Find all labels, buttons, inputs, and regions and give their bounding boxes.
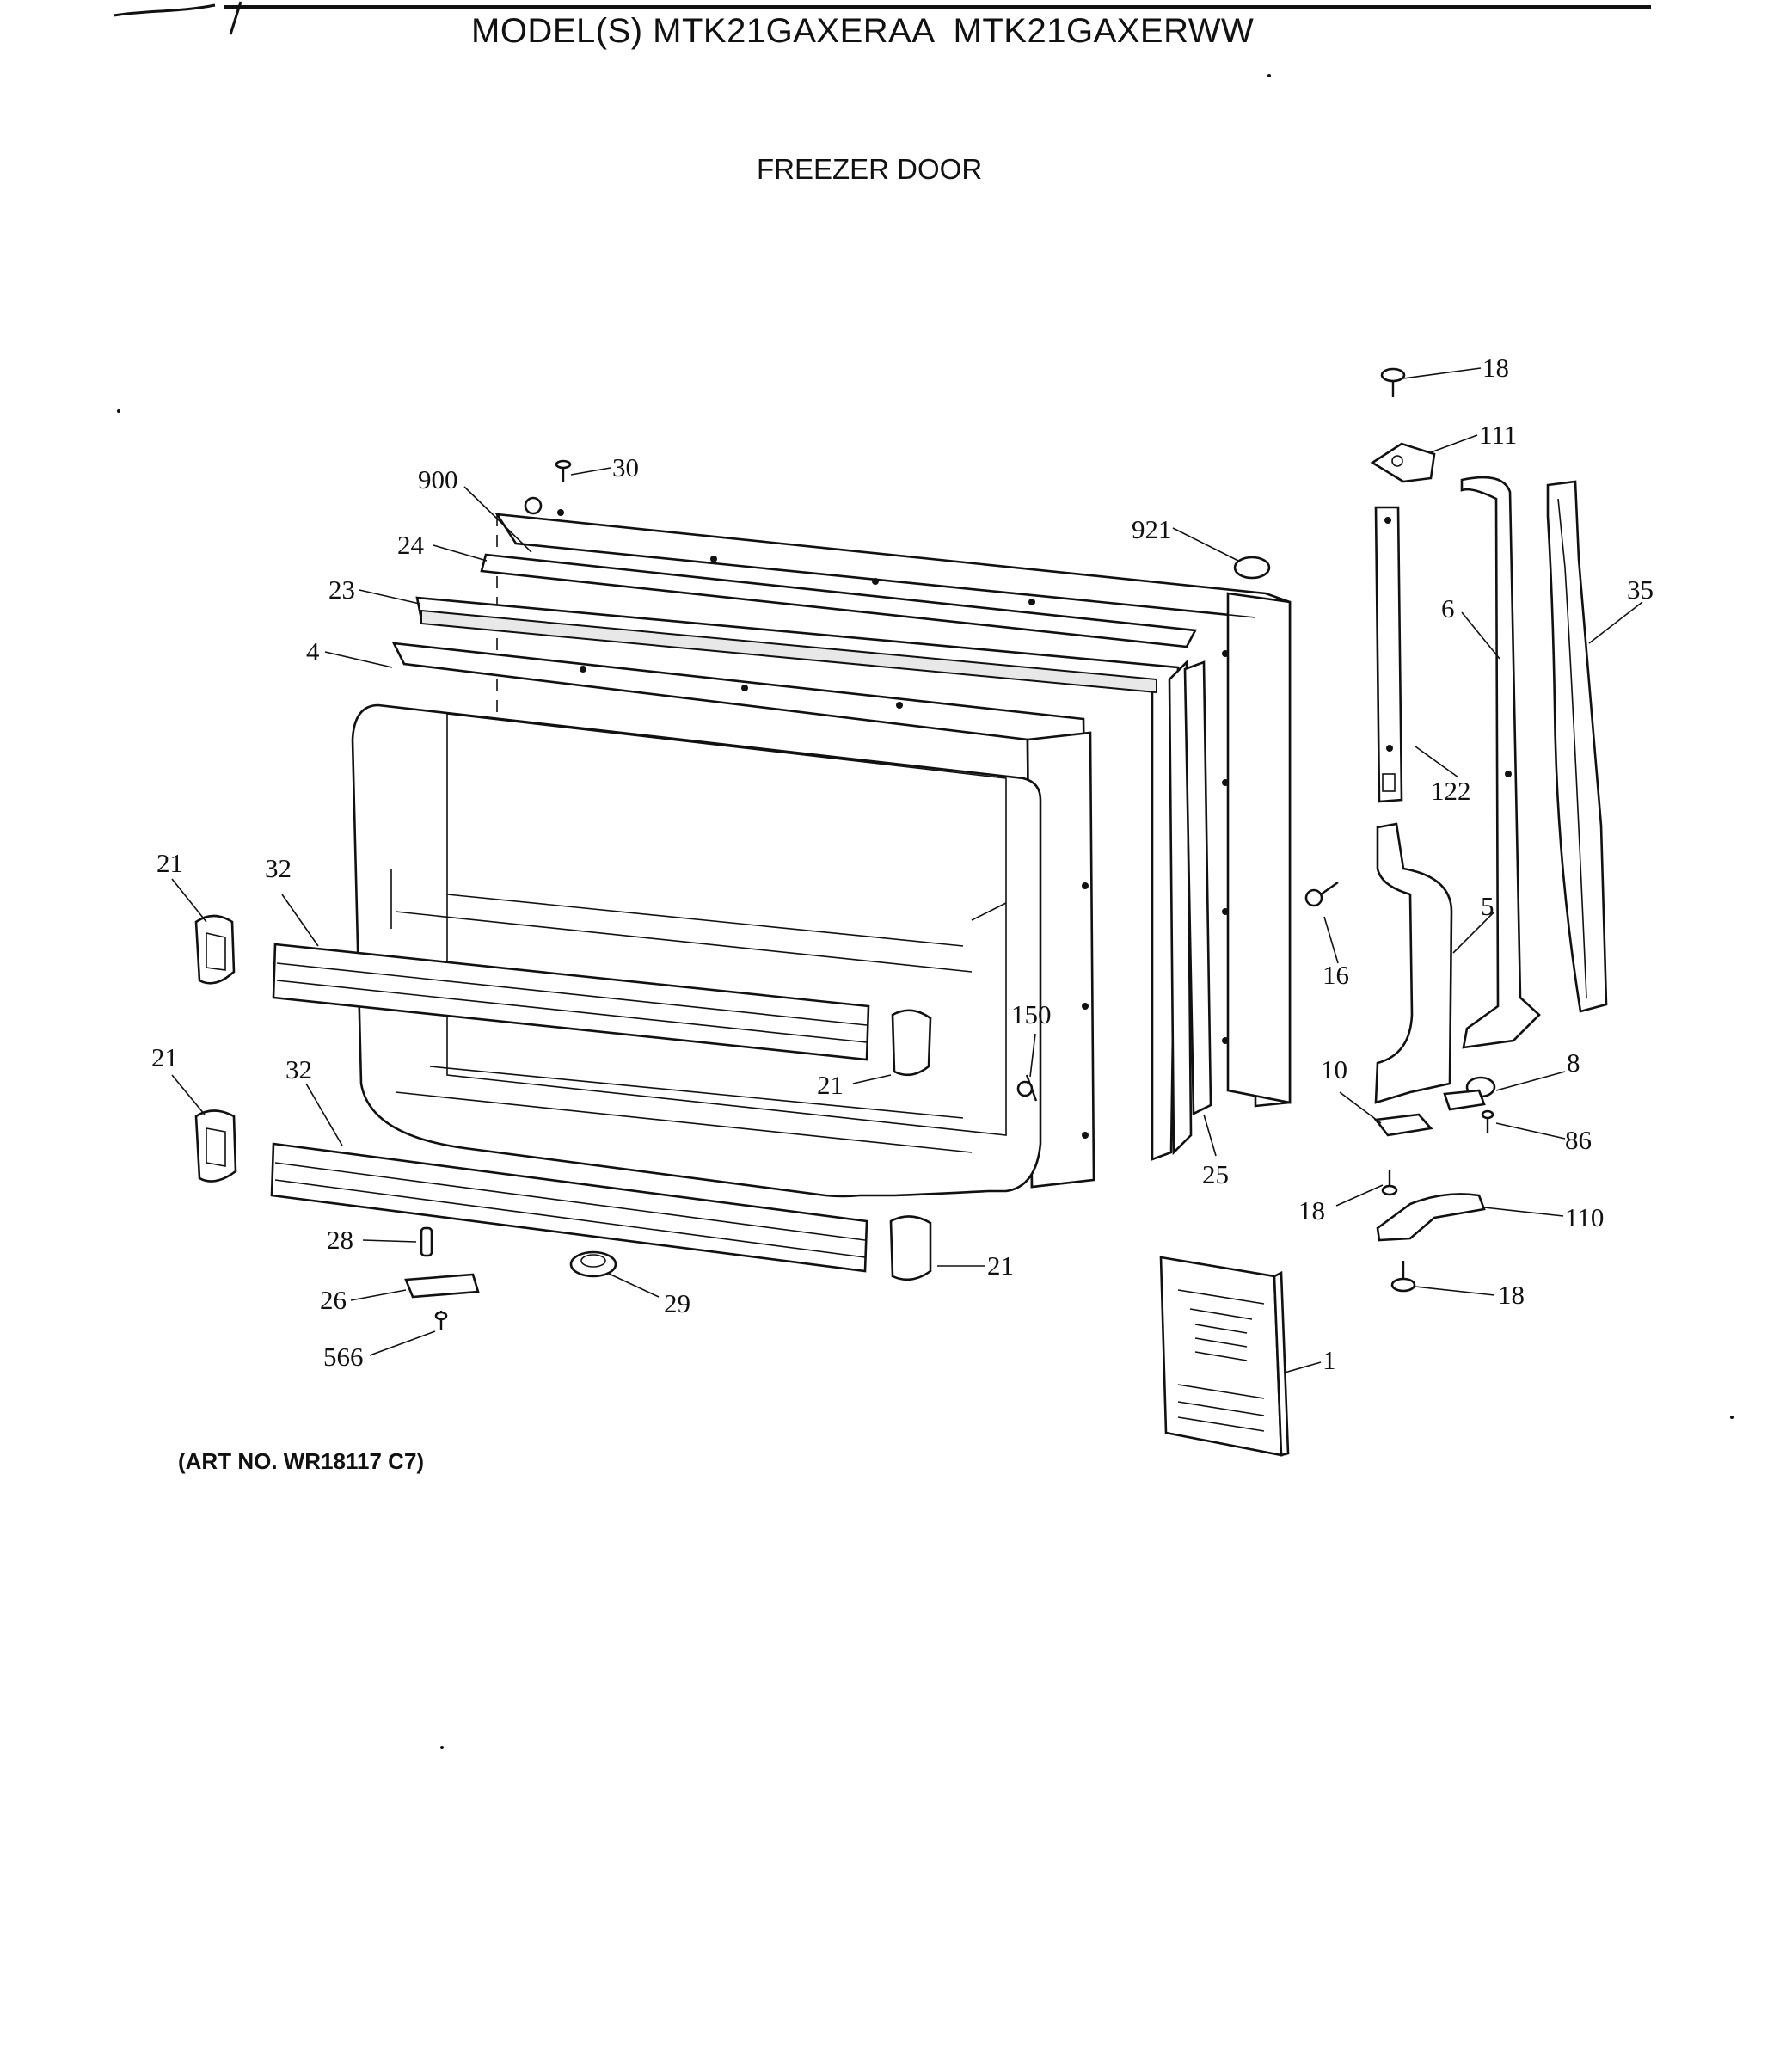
callout-23: 23 — [328, 574, 355, 605]
callout-28: 28 — [327, 1225, 353, 1255]
callout-21-c: 21 — [151, 1042, 178, 1072]
screw-86 — [1481, 1109, 1494, 1133]
callout-1: 1 — [1323, 1345, 1336, 1375]
gasket-strip-25 — [1183, 660, 1212, 1116]
callout-21-b: 21 — [817, 1070, 844, 1100]
hinge-bar-122 — [1374, 506, 1403, 803]
model-title: MODEL(S) MTK21GAXERAA MTK21GAXERWW — [471, 12, 1255, 50]
plug-921 — [1233, 556, 1271, 580]
manual-text-lines — [1177, 1289, 1265, 1432]
callout-111: 111 — [1479, 420, 1517, 450]
callout-18-bot: 18 — [1498, 1280, 1525, 1310]
screw-28 — [420, 1226, 433, 1257]
callout-16: 16 — [1323, 960, 1349, 990]
callout-21-a: 21 — [156, 848, 183, 878]
art-number: (ART NO. WR18117 C7) — [178, 1448, 425, 1474]
callout-921: 921 — [1132, 514, 1172, 544]
callout-5: 5 — [1481, 891, 1494, 921]
door-liner — [391, 642, 1095, 1189]
callout-24: 24 — [397, 530, 425, 560]
upper-shelf-ribs — [395, 894, 973, 973]
callout-21-d: 21 — [987, 1250, 1014, 1281]
end-cap-21-right-lower — [889, 1215, 932, 1281]
callout-86: 86 — [1565, 1125, 1592, 1155]
callout-35: 35 — [1627, 574, 1654, 605]
inner-liner-bins — [351, 703, 1042, 1198]
header-scribble-mark — [113, 1, 242, 35]
callout-25: 25 — [1202, 1159, 1229, 1189]
section-title: FREEZER DOOR — [757, 153, 983, 185]
screw-16 — [1304, 882, 1339, 907]
callout-29: 29 — [664, 1288, 690, 1318]
callout-labels: 18 111 30 900 921 24 23 35 6 4 122 21 32… — [151, 353, 1654, 1375]
screw-18-mid — [1381, 1170, 1398, 1196]
callout-18-top: 18 — [1482, 353, 1509, 383]
header-rule — [224, 5, 1651, 9]
screw-150 — [1016, 1074, 1038, 1102]
door-gasket — [415, 553, 1198, 1161]
callout-6: 6 — [1441, 593, 1455, 624]
callout-18-mid: 18 — [1298, 1195, 1325, 1226]
callout-26: 26 — [320, 1285, 347, 1315]
end-cap-21-left-upper — [194, 914, 236, 985]
shelf-bar-lower — [270, 1142, 868, 1273]
shelf-bar-upper — [272, 943, 870, 1061]
callout-150: 150 — [1011, 999, 1052, 1029]
callout-10: 10 — [1321, 1054, 1347, 1084]
handle-bracket-6 — [1460, 476, 1541, 1049]
handle-35 — [1546, 480, 1608, 1013]
callout-8: 8 — [1567, 1047, 1580, 1078]
hinge-110 — [1376, 1193, 1486, 1242]
screw-18-top — [1380, 367, 1406, 397]
owners-manual-1 — [1159, 1256, 1290, 1457]
end-cap-21-right-upper — [891, 1009, 932, 1077]
screw-18-bottom — [1390, 1261, 1416, 1293]
scan-specks — [117, 74, 1734, 1749]
screw-30 — [555, 459, 572, 482]
callout-30: 30 — [612, 452, 639, 482]
lower-shelf-ribs — [395, 1066, 973, 1153]
plate-26 — [404, 1273, 480, 1299]
handle-cover-5 — [1374, 822, 1453, 1104]
end-cap-21-left-lower — [194, 1109, 237, 1182]
callout-32-a: 32 — [265, 853, 292, 883]
callout-110: 110 — [1565, 1202, 1604, 1232]
callout-32-b: 32 — [285, 1054, 312, 1084]
plug-29 — [569, 1250, 617, 1278]
hinge-111 — [1370, 442, 1436, 483]
callout-4: 4 — [306, 636, 320, 666]
screw-566 — [434, 1311, 448, 1330]
leader-lines — [171, 367, 1643, 1373]
hinge-pin-10 — [1373, 1113, 1433, 1137]
callout-566: 566 — [323, 1342, 364, 1372]
washer-8 — [1443, 1076, 1496, 1111]
callout-900: 900 — [418, 464, 458, 494]
callout-122: 122 — [1431, 776, 1471, 806]
